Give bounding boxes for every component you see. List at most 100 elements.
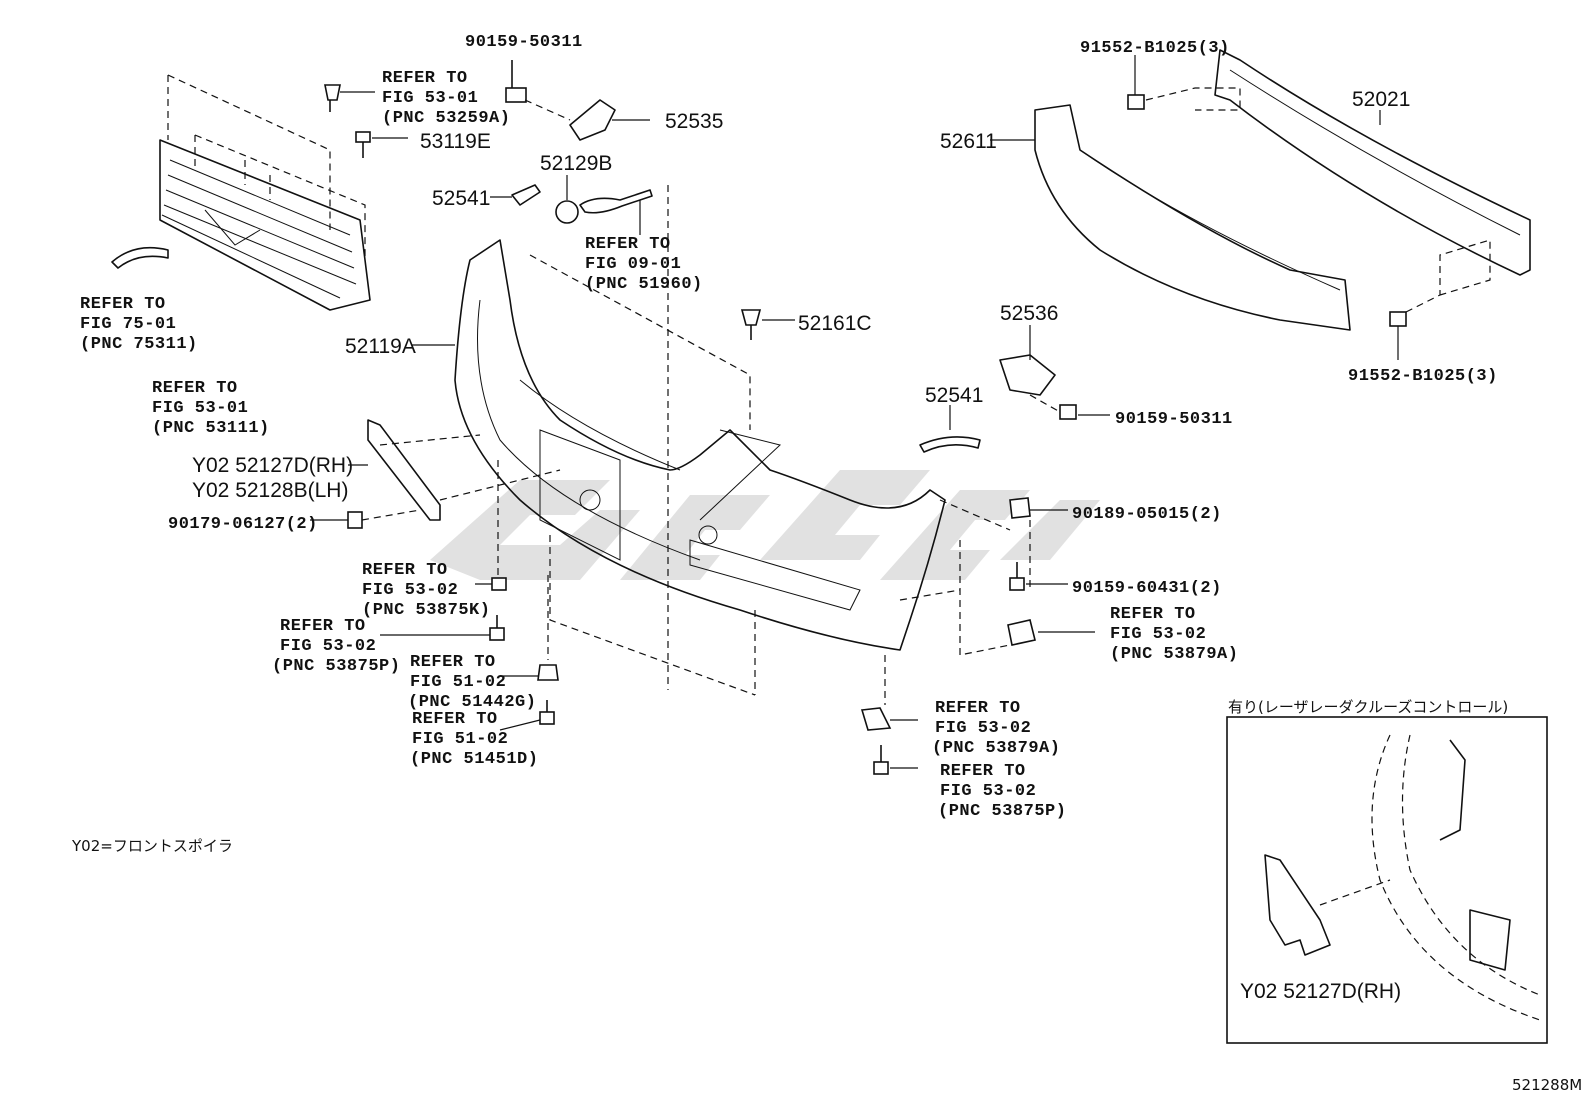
- bolt-dash-bottom-right: [1405, 239, 1491, 313]
- label-53119e: 53119E: [420, 130, 491, 153]
- label-52119a: 52119A: [345, 335, 416, 358]
- bolt-dash-top: [524, 99, 571, 121]
- label-y02-52127d: Y02 52127D(RH): [192, 454, 353, 477]
- label-fig-51-02-h: FIG 51-02: [410, 673, 506, 692]
- label-refer-to-c: REFER TO: [80, 295, 166, 314]
- label-pnc-53879a-bottom: (PNC 53879A): [932, 739, 1060, 758]
- leader-51451d: [499, 719, 541, 731]
- label-pnc-51960: (PNC 51960): [585, 275, 703, 294]
- nut-90189-05015: [1009, 497, 1031, 519]
- label-y02-52128b: Y02 52128B(LH): [192, 479, 348, 502]
- energy-absorber-52611: [1034, 104, 1351, 331]
- label-90159-50311-right: 90159-50311: [1115, 410, 1233, 429]
- nut-90179-06127: [347, 511, 363, 529]
- label-90179-06127: 90179-06127(2): [168, 515, 318, 534]
- label-fig-75-01: FIG 75-01: [80, 315, 176, 334]
- label-91552-bottom: 91552-B1025(3): [1348, 367, 1498, 386]
- bumper-cover-52119a: [454, 239, 946, 651]
- strip-52541-right: [919, 436, 981, 453]
- label-52161c: 52161C: [798, 312, 872, 335]
- screw-53875p-left: [489, 615, 505, 641]
- label-pnc-53875p-bottom: (PNC 53875P): [938, 802, 1066, 821]
- nut-dash: [361, 509, 421, 521]
- bolt-90159-50311-right: [1059, 404, 1077, 420]
- label-refer-to-a1: REFER TO: [382, 69, 468, 88]
- clip-53259a: [324, 84, 341, 112]
- label-52021: 52021: [1352, 88, 1410, 111]
- label-refer-to-d: REFER TO: [152, 379, 238, 398]
- inset-spoiler: [1264, 854, 1331, 956]
- bracket-52535: [569, 99, 616, 141]
- spoiler-dash-b: [439, 469, 561, 501]
- label-refer-to-j: REFER TO: [935, 699, 1021, 718]
- label-refer-to-b: REFER TO: [585, 235, 671, 254]
- inset-panel: 有り(レーザレーダクルーズコントロール) Y02 52127D(RH): [1226, 698, 1548, 1044]
- inset-bumper-dash-b: [1401, 734, 1541, 996]
- bolt-91552-top: [1127, 94, 1145, 110]
- label-pnc-53879a-right: (PNC 53879A): [1110, 645, 1238, 664]
- label-fig-53-02-j: FIG 53-02: [935, 719, 1031, 738]
- strip-52541-left: [511, 184, 541, 206]
- label-fig-09-01: FIG 09-01: [585, 255, 681, 274]
- label-refer-to-h: REFER TO: [410, 653, 496, 672]
- label-52541-right: 52541: [925, 384, 983, 407]
- label-refer-to-g: REFER TO: [280, 617, 366, 636]
- label-90159-50311-top: 90159-50311: [465, 33, 583, 52]
- label-fig-53-02-e: FIG 53-02: [362, 581, 458, 600]
- radiator-grille: [159, 139, 371, 311]
- bumper-leader-dashes: [497, 254, 1031, 705]
- screw-51451d: [539, 700, 555, 725]
- label-fig-53-01-d: FIG 53-01: [152, 399, 248, 418]
- inset-frame: [1226, 716, 1548, 1044]
- inset-spoiler-dash: [1319, 879, 1391, 906]
- front-spoiler: [367, 419, 441, 521]
- label-52541-left: 52541: [432, 187, 490, 210]
- label-refer-to-f: REFER TO: [1110, 605, 1196, 624]
- reinforcement-52021: [1214, 49, 1531, 276]
- inset-part-label: Y02 52127D(RH): [1240, 980, 1401, 1003]
- reinforcement-edge: [1229, 69, 1521, 236]
- inset-bumper-edge: [1439, 739, 1466, 841]
- bracket-52536: [999, 354, 1056, 396]
- absorber-edge: [1079, 149, 1341, 291]
- clip-53879a-right: [1007, 619, 1036, 646]
- label-52611: 52611: [940, 130, 997, 153]
- label-pnc-53259a: (PNC 53259A): [382, 109, 510, 128]
- grille-molding: [111, 246, 169, 269]
- label-refer-to-k: REFER TO: [940, 762, 1026, 781]
- bracket-dash: [1029, 394, 1061, 413]
- label-refer-to-e: REFER TO: [362, 561, 448, 580]
- tow-hook-51960: [579, 189, 653, 214]
- label-fig-53-02-k: FIG 53-02: [940, 782, 1036, 801]
- label-91552-top: 91552-B1025(3): [1080, 39, 1230, 58]
- clip-53875k: [491, 577, 507, 591]
- clip-53879a-bottom: [860, 707, 892, 731]
- clip-52161c: [740, 309, 762, 340]
- inset-title: 有り(レーザレーダクルーズコントロール): [1228, 698, 1508, 716]
- label-fig-53-02-f: FIG 53-02: [1110, 625, 1206, 644]
- bolt-90159-60431: [1009, 562, 1025, 591]
- bolt-90159-50311-top: [505, 60, 527, 103]
- inset-bumper-dash-a: [1371, 734, 1541, 1021]
- label-52535: 52535: [665, 110, 723, 133]
- label-90159-60431: 90159-60431(2): [1072, 579, 1222, 598]
- label-fig-53-01-a: FIG 53-01: [382, 89, 478, 108]
- inset-slot: [1469, 909, 1511, 971]
- screw-53875p-bottom: [873, 745, 889, 775]
- label-pnc-51451d: (PNC 51451D): [410, 750, 538, 769]
- bolt-91552-bottom: [1389, 311, 1407, 327]
- label-pnc-53875k: (PNC 53875K): [362, 601, 490, 620]
- bolt-dash-top-right: [1145, 87, 1241, 111]
- watermark-logo: [430, 470, 1100, 580]
- nut-51442g: [537, 664, 559, 681]
- label-pnc-53111: (PNC 53111): [152, 419, 270, 438]
- label-refer-to-i: REFER TO: [412, 710, 498, 729]
- grille-leader-dashes: [167, 74, 366, 260]
- label-52129b: 52129B: [540, 152, 612, 175]
- label-pnc-53875p-left: (PNC 53875P): [272, 657, 400, 676]
- label-pnc-75311: (PNC 75311): [80, 335, 198, 354]
- label-pnc-51442g: (PNC 51442G): [408, 693, 536, 712]
- figure-code: 521288M: [1512, 1076, 1582, 1094]
